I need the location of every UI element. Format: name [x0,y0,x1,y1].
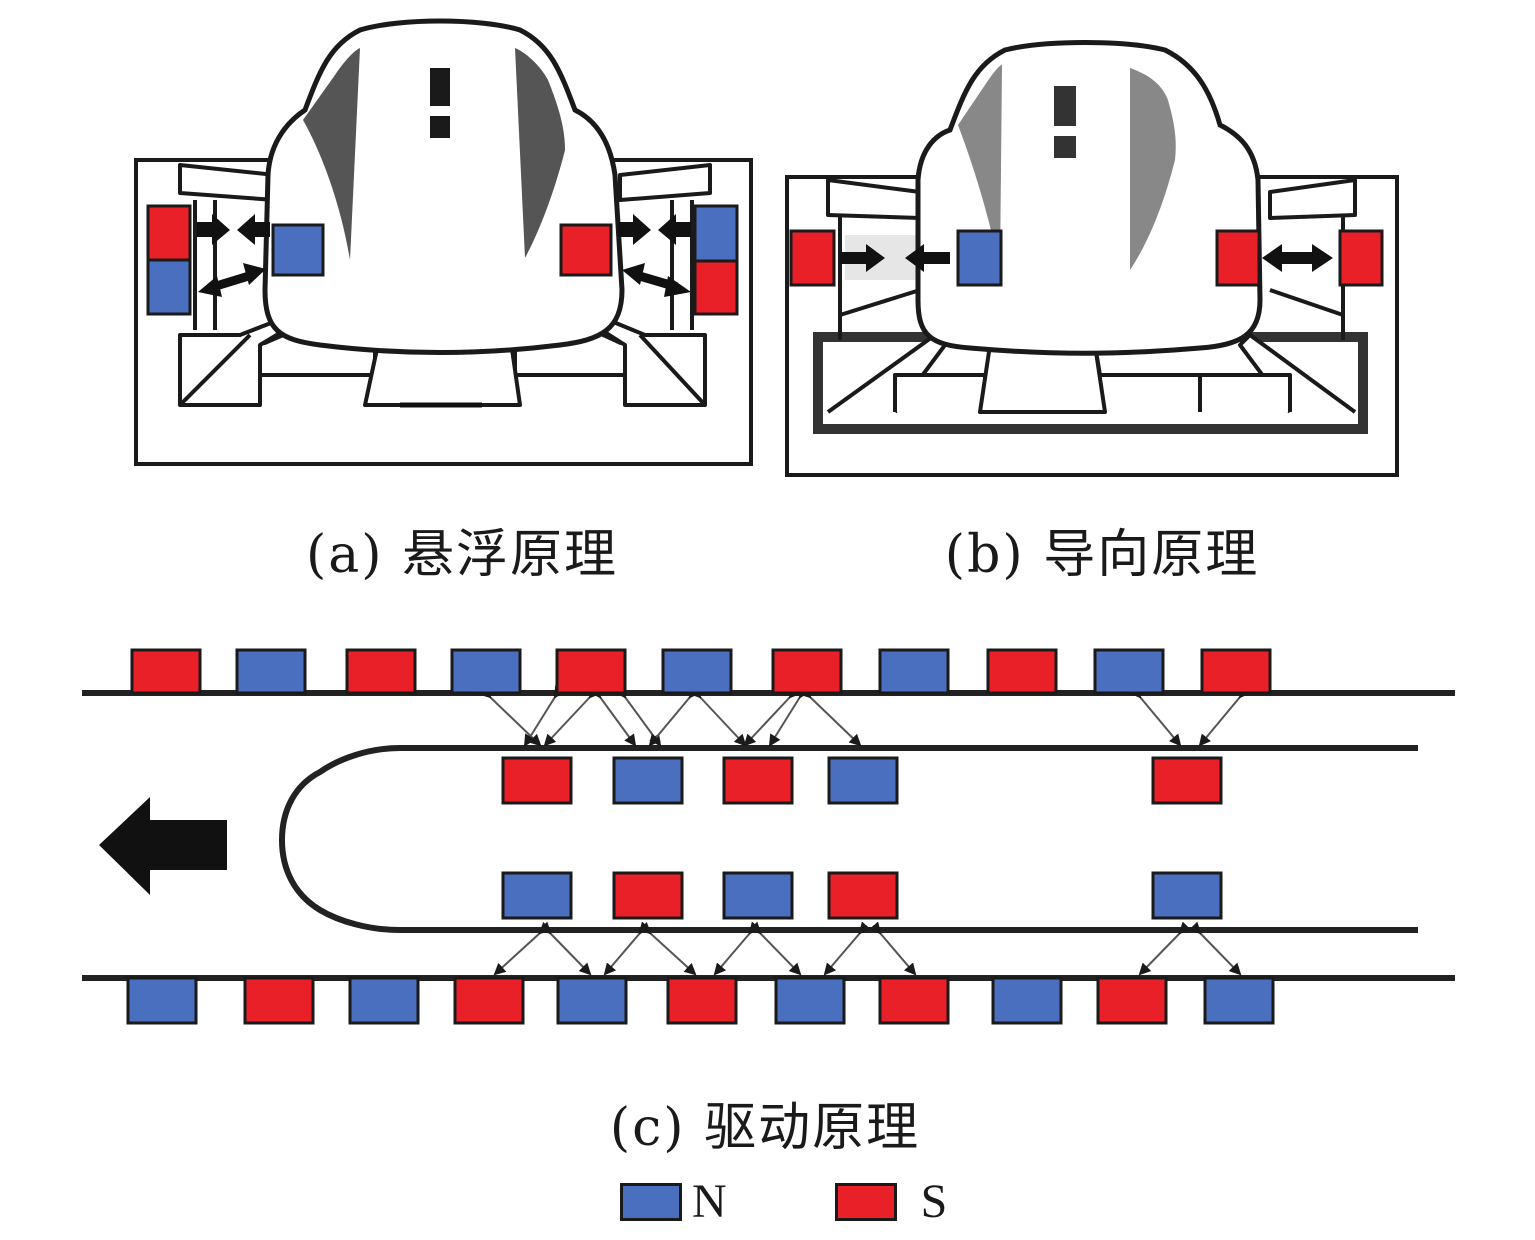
magnet-track-top-south [130,648,202,695]
magnet-track-top-north [450,648,522,695]
magnet-south [1215,229,1261,287]
force-arrow [493,921,552,976]
vehicle-outline [278,745,1418,933]
magnet-south [146,204,192,262]
magnet-vehicle-top-south [501,756,573,805]
train-window [430,68,450,106]
force-arrow [823,921,872,976]
force-arrow [543,685,602,747]
force-arrow [868,921,917,976]
train-shade-left [958,65,1002,270]
magnet-south [693,259,739,316]
magnet-south [559,223,613,277]
repel-arrowheads [198,263,691,297]
propulsion-magnets [126,648,1275,1025]
legend-swatch-north [620,1183,682,1221]
caption-b: (b) 导向原理 [944,525,1260,585]
magnet-north [956,229,1003,287]
legend: N S [620,1175,985,1228]
magnet-track-top-north [1093,648,1165,695]
direction-arrow-icon [99,797,227,895]
magnet-vehicle-bottom-south [827,871,899,920]
magnet-track-bottom-south [243,976,315,1025]
legend-label: S [920,1175,948,1228]
magnet-vehicle-top-south [722,756,794,805]
guideway-structure [826,178,1357,414]
magnet-track-top-north [878,648,950,695]
force-arrow [1138,921,1192,976]
force-arrow [798,685,862,747]
legend-item-south: S [834,1175,948,1228]
magnet-north [146,258,192,316]
force-arrow [638,921,697,976]
force-arrow [1188,921,1242,976]
magnet-track-bottom-south [453,976,525,1025]
attract-arrow [840,244,950,272]
force-arrows [478,685,1252,976]
train-window [1054,86,1076,126]
magnet-north [271,223,325,277]
train-body [915,40,1263,356]
force-arrow [538,921,592,976]
magnet-track-bottom-north [774,976,846,1025]
magnet-vehicle-bottom-south [612,871,684,920]
magnet-track-top-south [1200,648,1272,695]
magnet-track-bottom-north [556,976,628,1025]
force-arrow [713,921,762,976]
force-arrow [743,685,802,747]
train-shade-right [1130,68,1176,270]
guideway-structure [178,163,712,407]
repel-arrow [1262,244,1333,272]
caption-c: (c) 驱动原理 [609,1098,921,1158]
magnet-vehicle-top-north [827,756,899,805]
attract-arrow [197,214,691,245]
magnet-south [789,229,836,287]
force-arrow [748,921,802,976]
magnet-track-top-south [555,648,627,695]
force-arrow [1128,685,1182,747]
magnet-track-bottom-north [126,976,198,1025]
train-shade-left [303,48,360,260]
panel-b-guidance [785,40,1399,477]
magnet-vehicle-bottom-north [722,871,794,920]
panel-a-levitation [134,18,753,466]
magnet-track-bottom-south [878,976,950,1025]
train-shade-right [515,48,565,258]
magnet-vehicle-bottom-north [501,871,573,920]
panel-c-propulsion [82,648,1455,1025]
legend-label: N [692,1175,727,1228]
force-arrow [648,685,702,747]
magnet-track-top-south [345,648,417,695]
magnet-vehicle-bottom-north [1151,871,1223,920]
train-window [1054,136,1076,158]
magnet-track-bottom-south [666,976,738,1025]
magnet-south [1338,229,1384,287]
magnet-vehicle-top-north [612,756,684,805]
caption-a: (a) 悬浮原理 [305,525,619,585]
magnet-vehicle-top-south [1151,756,1223,805]
force-arrow [478,685,542,747]
magnet-track-top-north [235,648,307,695]
force-arrow [768,685,811,747]
magnet-track-bottom-north [348,976,420,1025]
magnet-track-top-south [986,648,1058,695]
legend-item-north: N [620,1175,727,1228]
magnet-track-bottom-south [1096,976,1168,1025]
legend-swatch-south [834,1183,897,1221]
force-arrow [1198,685,1252,747]
force-arrow [603,921,652,976]
magnet-track-bottom-north [1203,976,1275,1025]
magnet-track-top-north [661,648,733,695]
force-arrow [688,685,747,747]
magnet-north [693,204,739,263]
train-window [430,116,450,138]
magnet-track-top-south [771,648,843,695]
magnet-track-bottom-north [991,976,1063,1025]
